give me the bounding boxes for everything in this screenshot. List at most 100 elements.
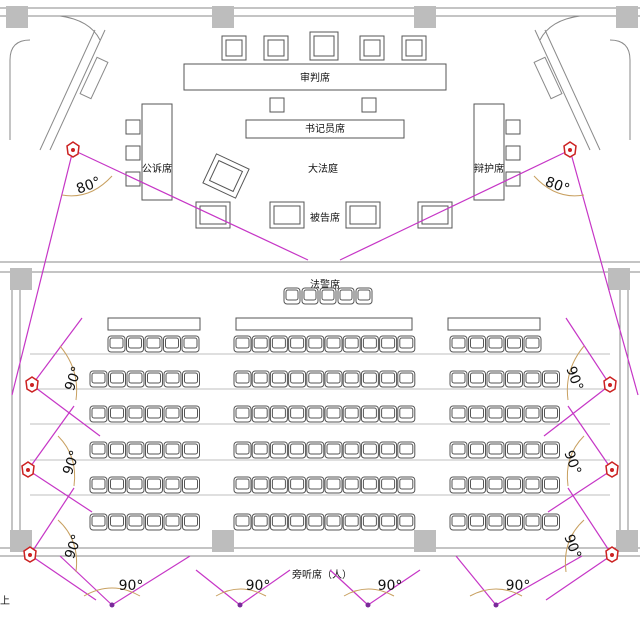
seat [379,370,398,388]
gallery-rails [107,317,541,331]
bailiff-seats [283,287,373,305]
seat [145,476,163,494]
seat [269,476,288,494]
camera-icon [365,602,371,608]
seat [542,513,560,531]
defense-label: 辩护席 [474,162,504,175]
seat [468,513,486,531]
seat [182,441,200,459]
camera-icon [563,141,577,158]
seat [523,370,542,388]
seat [324,441,343,459]
seat [468,441,486,459]
seat [523,405,542,423]
seat [288,405,307,423]
seat [542,370,560,388]
seat [269,370,288,388]
seat [337,287,355,305]
angle-left-2: 90° [60,448,84,477]
seat [523,476,542,494]
seat [523,513,542,531]
seat [89,476,108,494]
seat [89,370,108,388]
defense-chairs [505,119,521,187]
seat [523,335,542,353]
walls [0,7,640,557]
seat [449,335,468,353]
seat [306,405,325,423]
camera-icon [237,602,243,608]
seat [397,441,416,459]
seat [251,370,270,388]
clerk-desk [245,119,405,139]
seat [505,370,523,388]
camera-coverage [11,149,639,606]
seat [397,370,416,388]
seat [108,370,126,388]
angle-bottom-3: 90° [378,578,403,594]
seat [379,513,398,531]
seat [486,476,505,494]
seat [360,335,379,353]
seat [233,405,252,423]
seat [288,370,307,388]
witness-chair [202,153,250,199]
prosecution-desk [141,103,173,201]
seat [288,476,307,494]
seat [163,370,182,388]
seat [233,335,252,353]
seat [182,513,200,531]
seat [468,335,486,353]
seat [89,441,108,459]
edge-char: 上 [0,595,10,607]
seat [108,441,126,459]
seat [126,513,145,531]
seat [449,441,468,459]
seat [182,476,200,494]
seat [505,335,523,353]
camera-icon [603,376,617,393]
seat [355,287,373,305]
seat [233,476,252,494]
seat [468,405,486,423]
seat [107,335,126,353]
seat [126,405,145,423]
pillars [6,6,638,552]
seat [397,476,416,494]
seat [324,405,343,423]
angle-upper-right: 80° [543,174,572,198]
seat [542,476,560,494]
seat [342,476,361,494]
seat [342,513,361,531]
seat [360,476,379,494]
seat [486,335,505,353]
seat [145,405,163,423]
seat [306,513,325,531]
camera-icon [605,546,619,563]
seat [486,513,505,531]
angle-right-3: 90° [560,532,584,561]
seat [342,405,361,423]
seat [126,476,145,494]
seat [145,441,163,459]
seat [288,335,307,353]
seat [251,441,270,459]
seat [306,441,325,459]
clerk-desk-label: 书记员席 [305,122,345,135]
seat [145,370,163,388]
seat [468,476,486,494]
seat [505,441,523,459]
angle-right-2: 90° [560,448,584,477]
seat [505,476,523,494]
angle-bottom-2: 90° [246,578,271,594]
defense-desk [473,103,505,201]
seat [379,335,398,353]
seat [269,513,288,531]
seat [181,335,200,353]
seat [542,441,560,459]
prosecution-chairs [125,119,141,187]
defendant-label: 被告席 [310,211,340,224]
angle-left-1: 90° [62,364,86,393]
seat [251,513,270,531]
